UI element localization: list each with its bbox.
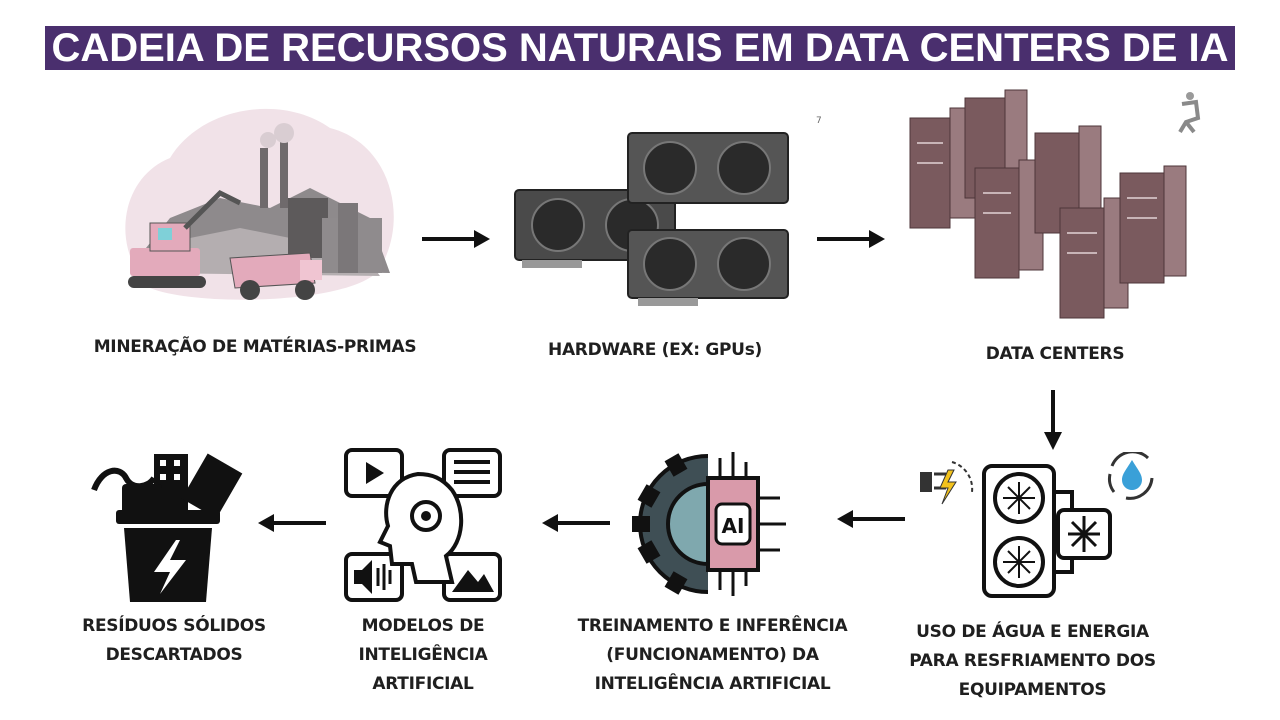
title-banner: CADEIA DE RECURSOS NATURAIS EM DATA CENT…	[0, 22, 1280, 74]
page-title: CADEIA DE RECURSOS NATURAIS EM DATA CENT…	[45, 26, 1235, 70]
arrow-down-icon	[1044, 390, 1062, 450]
step-label-waste: RESÍDUOS SÓLIDOS DESCARTADOS	[82, 616, 266, 665]
mining-icon	[125, 108, 394, 300]
step-label-training: TREINAMENTO E INFERÊNCIA (FUNCIONAMENTO)…	[577, 616, 848, 694]
page-marker: 7	[816, 116, 822, 126]
arrow-right-icon	[817, 230, 885, 248]
step-label-hardware: HARDWARE (EX: GPUs)	[548, 340, 762, 360]
step-label-data-centers: DATA CENTERS	[985, 344, 1125, 364]
step-label-mining: MINERAÇÃO DE MATÉRIAS-PRIMAS	[93, 337, 417, 357]
ai-chip-text: AI	[722, 514, 745, 538]
gpu-icon	[514, 132, 789, 306]
decorative-figure-icon	[1178, 92, 1201, 134]
waste-bin-icon	[91, 453, 243, 602]
ai-chip-gear-icon: AI	[632, 452, 786, 596]
ai-models-icon	[344, 448, 502, 602]
cooling-icon	[920, 452, 1154, 598]
arrow-left-icon	[542, 514, 610, 532]
step-label-cooling: USO DE ÁGUA E ENERGIA PARA RESFRIAMENTO …	[909, 622, 1156, 700]
arrow-left-icon	[837, 510, 905, 528]
arrow-left-icon	[258, 514, 326, 532]
step-label-ai-models: MODELOS DE INTELIGÊNCIA ARTIFICIAL	[358, 616, 488, 694]
arrow-right-icon	[422, 230, 490, 248]
server-racks-icon	[909, 89, 1187, 319]
